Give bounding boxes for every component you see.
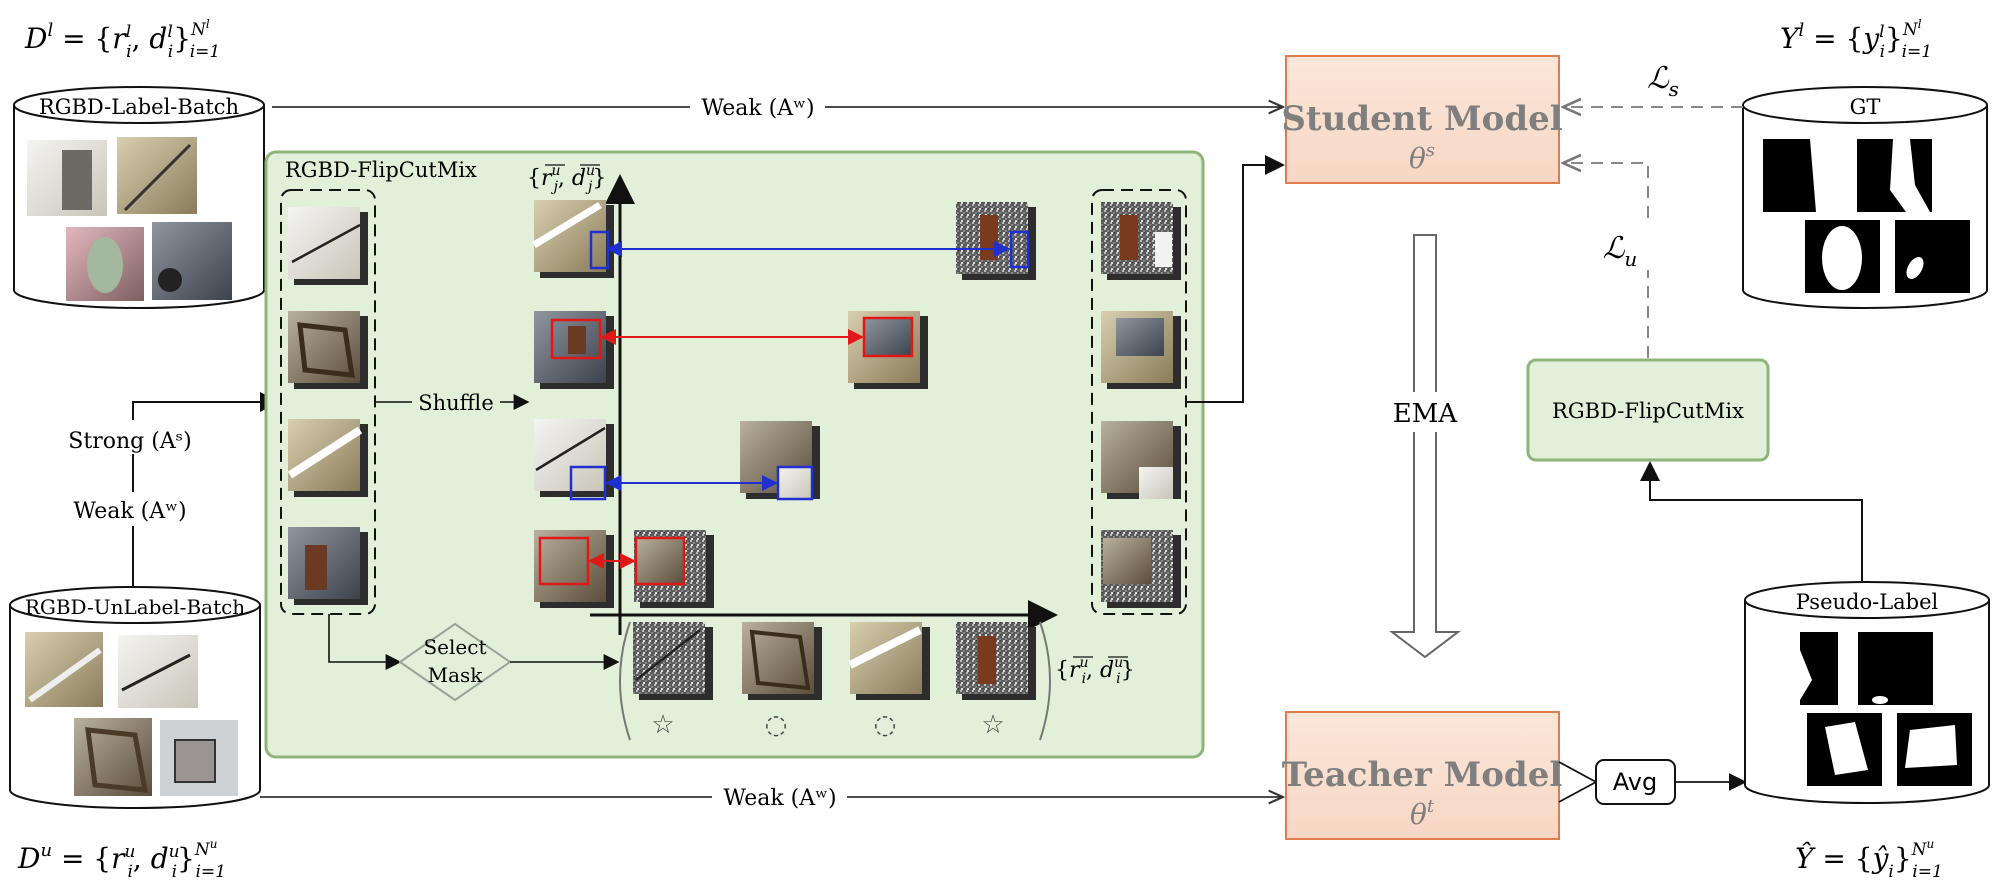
mask-symbol-2: ◌ xyxy=(765,710,788,740)
weak-aug-arrow-bottom: Weak (Aʷ) xyxy=(260,782,1283,812)
teacher-model: Teacher Model θt xyxy=(1282,711,1563,840)
gt-masks xyxy=(1763,139,1970,293)
gt-database: GT xyxy=(1742,86,1988,309)
flipcutmix-panel-title: RGBD-FlipCutMix xyxy=(285,158,477,182)
select-mask-line2: Mask xyxy=(428,663,484,687)
mix-to-student-arrow xyxy=(1186,155,1285,403)
mask-symbol-3: ◌ xyxy=(874,710,897,740)
student-title: Student Model xyxy=(1281,99,1562,139)
shuffle-label: Shuffle xyxy=(418,391,494,415)
mask-row: ☆ ◌ ◌ ☆ xyxy=(619,621,1051,741)
student-model: Student Model θs xyxy=(1281,55,1563,184)
svg-text:Yl = {yli}Nli=1: Yl = {yli}Nli=1 xyxy=(1780,17,1932,62)
pseudo-masks xyxy=(1763,632,1972,786)
teacher-to-avg: Avg xyxy=(1558,759,1747,805)
unlabeled-batch-title: RGBD-UnLabel-Batch xyxy=(25,595,245,619)
select-mask-node: Select Mask xyxy=(328,614,620,701)
weak-aug-label-bottom: Weak (Aʷ) xyxy=(723,786,836,811)
ema-arrow: EMA xyxy=(1380,234,1470,659)
loss-s-label: ℒs xyxy=(1647,61,1679,101)
unsupervised-loss: ℒu xyxy=(1565,163,1653,358)
labeled-thumbnails xyxy=(27,137,232,301)
strong-aug-label: Strong (Aˢ) xyxy=(68,429,191,454)
unlabeled-thumbnails xyxy=(25,632,238,796)
gt-title: GT xyxy=(1850,95,1881,119)
pseudo-label-database: Pseudo-Label xyxy=(1744,581,1990,804)
pseudo-label-title: Pseudo-Label xyxy=(1796,590,1939,614)
svg-text:Du = {rui, dui}Nui=1: Du = {rui, dui}Nui=1 xyxy=(17,837,226,882)
shuffled-images xyxy=(532,200,614,608)
flipcutmix-box-title: RGBD-FlipCutMix xyxy=(1552,399,1744,423)
teacher-title: Teacher Model xyxy=(1282,755,1563,795)
input-column-images xyxy=(287,207,368,605)
svg-text:Dl = {rli, dli}Nli=1: Dl = {rli, dli}Nli=1 xyxy=(24,17,220,62)
avg-label: Avg xyxy=(1613,768,1657,796)
correspondence-arrows xyxy=(588,241,1010,569)
flipcutmix-panel: RGBD-FlipCutMix Shuffle Select Mask xyxy=(264,150,1205,759)
select-mask-line1: Select xyxy=(423,635,486,659)
left-augmentation-flow: Strong (Aˢ) Weak (Aʷ) xyxy=(60,392,280,587)
flipcutmix-box: RGBD-FlipCutMix xyxy=(1526,358,1770,462)
svg-text:Ŷ = {ŷi}Nui=1: Ŷ = {ŷi}Nui=1 xyxy=(1795,837,1943,882)
labeled-batch-title: RGBD-Label-Batch xyxy=(39,95,239,119)
ema-label: EMA xyxy=(1393,399,1459,429)
unlabeled-batch-database: RGBD-UnLabel-Batch xyxy=(9,586,261,809)
teacher-param: θt xyxy=(1410,796,1435,831)
mask-symbol-1: ☆ xyxy=(651,710,674,740)
weak-aug-arrow-top: Weak (Aʷ) xyxy=(272,92,1283,122)
mask-symbol-4: ☆ xyxy=(981,710,1004,740)
pseudo-to-flipcutmix-arrow xyxy=(1640,461,1863,582)
loss-u-label: ℒu xyxy=(1603,231,1638,271)
output-column-images xyxy=(1101,202,1181,608)
shuffle-arrow: Shuffle xyxy=(375,386,530,416)
weak-aug-label-left: Weak (Aʷ) xyxy=(73,499,186,524)
weak-aug-label-top: Weak (Aʷ) xyxy=(701,96,814,121)
student-param: θs xyxy=(1409,140,1435,175)
labeled-batch-database: RGBD-Label-Batch xyxy=(13,86,265,309)
supervised-loss: ℒs xyxy=(1565,61,1743,107)
